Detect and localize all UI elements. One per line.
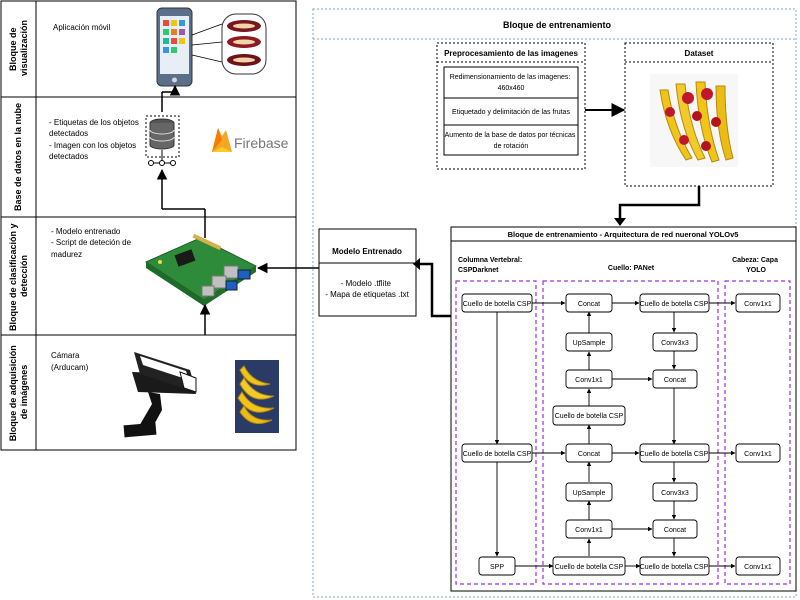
- dataset-box: Dataset: [624, 42, 774, 187]
- node-m-concat2-label: Concat: [664, 527, 686, 534]
- node-n-concat2: [565, 443, 613, 463]
- node-n-concat2-label: Concat: [578, 451, 600, 458]
- node-n-csp1-label: Cuello de botella CSP: [555, 413, 624, 420]
- row-content-clasificacion: - Modelo entrenado - Script de deteción …: [51, 227, 133, 259]
- preprocessing-step-3: Aumento de la base de datos por técnicas…: [445, 132, 578, 150]
- node-m-csp3: [639, 556, 710, 576]
- modelo-entrenado-title: Modelo Entrenado: [332, 247, 402, 256]
- preprocessing-title: Preprocesamiento de las imagenes: [444, 49, 578, 58]
- node-n-upsample2: [565, 482, 613, 502]
- node-b3: [478, 556, 516, 576]
- node-n-concat1-label: Concat: [578, 301, 600, 308]
- row-label-base-datos: Base de datos en la nube: [13, 103, 23, 211]
- row-content-visualizacion: Aplicación móvil: [53, 23, 111, 32]
- row-content-base-datos: - Etiquetas de los objetos detectados - …: [49, 118, 141, 161]
- node-n-concat1: [565, 293, 613, 313]
- node-n-csp2: [552, 556, 626, 576]
- row-label-adquisicion: Bloque de adquisición de imágenes: [8, 343, 29, 442]
- row-label-clasificacion: Bloque de clasificación y detección: [8, 221, 29, 331]
- node-h1-label: Conv1x1: [744, 301, 772, 308]
- row-label-visualizacion: Bloque de visualización: [8, 20, 29, 76]
- node-m-concat1-label: Concat: [664, 377, 686, 384]
- node-m-conv2-label: Conv3x3: [661, 490, 689, 497]
- node-b2-label: Cuello de botella CSP: [463, 451, 532, 458]
- node-n-conv2-label: Conv1x1: [575, 527, 603, 534]
- node-b1-label: Cuello de botella CSP: [463, 301, 532, 308]
- node-h2-label: Conv1x1: [744, 451, 772, 458]
- node-n-conv1: [565, 369, 613, 389]
- neck-title: Cuello: PANet: [608, 265, 655, 272]
- training-title: Bloque de entrenamiento: [503, 20, 612, 30]
- security-camera-icon: [123, 352, 197, 438]
- yolo-block: Bloque de entrenamiento - Arquitectura d…: [450, 226, 797, 592]
- raspberry-pi-icon: [144, 233, 258, 306]
- head-title: Cabeza: Capa YOLO: [732, 257, 780, 274]
- preprocessing-box: Preprocesamiento de las imagenes Redimen…: [436, 42, 586, 170]
- backbone-title: Columna Vertebral: CSPDarknet: [458, 257, 524, 274]
- node-m-conv1: [652, 332, 698, 352]
- node-m-concat1: [652, 369, 698, 389]
- node-n-conv1-label: Conv1x1: [575, 377, 603, 384]
- node-b2: [461, 443, 533, 463]
- preprocessing-step-2: Etiquetado y delimitación de las frutas: [452, 109, 570, 116]
- node-m-csp1-label: Cuello de botella CSP: [640, 301, 709, 308]
- database-icon: [145, 115, 180, 166]
- left-panel: Bloque de visualización Base de datos en…: [0, 0, 297, 451]
- preprocessing-step-1: Redimensionamiento de las imagenes: 460x…: [450, 74, 573, 92]
- node-h2: [735, 443, 781, 463]
- smartphone-icon: [156, 7, 267, 87]
- node-m-concat2: [652, 519, 698, 539]
- modelo-entrenado-lines: - Modelo .tflite - Mapa de etiquetas .tx…: [325, 279, 409, 299]
- node-b1: [461, 293, 533, 313]
- node-h3-label: Conv1x1: [744, 564, 772, 571]
- node-m-csp2-label: Cuello de botella CSP: [640, 451, 709, 458]
- node-m-csp3-label: Cuello de botella CSP: [640, 564, 709, 571]
- dataset-title: Dataset: [685, 49, 714, 58]
- node-n-upsample1: [565, 332, 613, 352]
- node-h3: [735, 556, 781, 576]
- node-n-upsample2-label: UpSample: [573, 490, 606, 497]
- node-m-csp1: [639, 293, 710, 313]
- node-n-csp2-label: Cuello de botella CSP: [555, 564, 624, 571]
- yolo-title: Bloque de entrenamiento - Arquitectura d…: [508, 230, 739, 239]
- node-m-conv2: [652, 482, 698, 502]
- node-h1: [735, 293, 781, 313]
- firebase-logo: Firebase: [212, 128, 289, 152]
- bananas-photo: [235, 360, 279, 433]
- row-content-adquisicion: Cámara (Arducam): [51, 351, 89, 372]
- modelo-entrenado-box: Modelo Entrenado - Modelo .tflite - Mapa…: [318, 228, 417, 317]
- dataset-photo: [650, 74, 738, 167]
- node-n-upsample1-label: UpSample: [573, 340, 606, 347]
- node-n-csp1: [552, 405, 626, 426]
- firebase-text: Firebase: [234, 135, 289, 151]
- node-n-conv2: [565, 519, 613, 539]
- node-b3-label: SPP: [490, 564, 504, 571]
- node-m-csp2: [639, 443, 710, 463]
- node-m-conv1-label: Conv3x3: [661, 340, 689, 347]
